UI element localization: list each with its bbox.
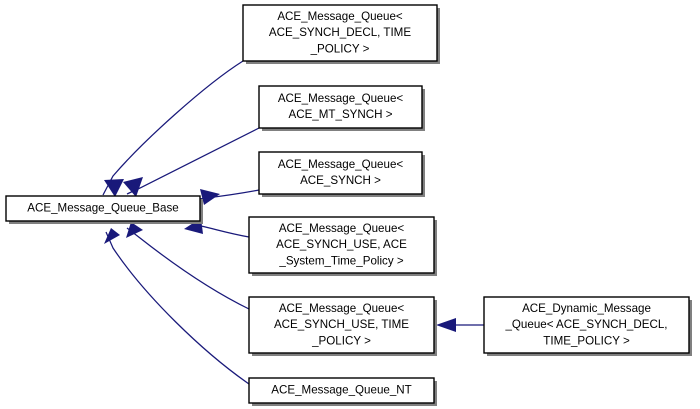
class-node-label-line: ACE_Message_Queue< bbox=[278, 92, 404, 105]
class-node-box[interactable] bbox=[242, 4, 438, 62]
class-node-label-line: _Queue< ACE_SYNCH_DECL, bbox=[504, 318, 667, 331]
class-node-box[interactable] bbox=[248, 377, 435, 404]
inheritance-arrowhead-icon bbox=[123, 177, 143, 197]
edge-line bbox=[126, 127, 260, 195]
class-node[interactable]: ACE_Message_Queue_Base bbox=[5, 195, 203, 224]
edge-line bbox=[126, 227, 250, 310]
class-node-box[interactable] bbox=[248, 216, 435, 274]
class-node[interactable]: ACE_Message_Queue< ACE_SYNCH_USE, TIME _PO… bbox=[248, 296, 437, 356]
class-node-label-line: ACE_Message_Queue< bbox=[277, 10, 403, 23]
class-node-label-line: ACE_Message_Queue< bbox=[279, 302, 405, 315]
class-node-label-line: _POLICY > bbox=[311, 334, 371, 347]
edge-inherits bbox=[436, 318, 484, 332]
class-node[interactable]: ACE_Message_Queue< ACE_SYNCH > bbox=[258, 151, 425, 197]
class-node-label-line: ACE_Message_Queue< bbox=[279, 222, 405, 235]
edge-inherits bbox=[123, 127, 260, 197]
edges-layer bbox=[102, 60, 484, 385]
class-node[interactable]: ACE_Dynamic_Message _Queue< ACE_SYNCH_DEC… bbox=[483, 296, 692, 356]
class-node-box[interactable] bbox=[258, 85, 423, 129]
class-node-box[interactable] bbox=[5, 195, 201, 222]
inheritance-arrowhead-icon bbox=[104, 228, 120, 244]
class-node-label-line: TIME_POLICY > bbox=[543, 334, 630, 347]
nodes-layer: ACE_Message_Queue_BaseACE_Message_Queue<… bbox=[5, 4, 692, 406]
inheritance-arrowhead-icon bbox=[200, 189, 220, 205]
class-node-label-line: ACE_SYNCH_USE, ACE bbox=[276, 238, 407, 251]
inheritance-arrowhead-icon bbox=[104, 179, 124, 197]
class-node-label-line: ACE_SYNCH_DECL, TIME bbox=[269, 26, 411, 39]
class-node[interactable]: ACE_Message_Queue< ACE_SYNCH_USE, ACE _Sys… bbox=[248, 216, 437, 276]
class-node-label-line: _System_Time_Policy > bbox=[278, 254, 403, 267]
edge-line bbox=[102, 60, 244, 196]
edge-inherits bbox=[104, 228, 250, 385]
class-node-label-line: ACE_Dynamic_Message bbox=[522, 302, 651, 315]
class-node-label-line: ACE_Message_Queue_NT bbox=[271, 384, 412, 397]
class-node-label-line: _POLICY > bbox=[310, 42, 370, 55]
inheritance-arrowhead-icon bbox=[436, 318, 456, 332]
edge-inherits bbox=[126, 222, 250, 310]
class-node-box[interactable] bbox=[248, 296, 435, 354]
edge-inherits bbox=[102, 60, 244, 197]
edge-inherits bbox=[198, 189, 260, 205]
edge-line bbox=[105, 231, 250, 385]
class-node-label-line: ACE_SYNCH > bbox=[300, 174, 381, 187]
class-node-label-line: ACE_SYNCH_USE, TIME bbox=[274, 318, 409, 331]
class-node[interactable]: ACE_Message_Queue< ACE_MT_SYNCH > bbox=[258, 85, 425, 131]
class-node-box[interactable] bbox=[258, 151, 423, 195]
class-node-label-line: ACE_Message_Queue_Base bbox=[27, 202, 178, 215]
class-node-label-line: ACE_MT_SYNCH > bbox=[288, 108, 392, 121]
class-node[interactable]: ACE_Message_Queue_NT bbox=[248, 377, 437, 406]
inheritance-arrowhead-icon bbox=[126, 222, 143, 238]
class-node-box[interactable] bbox=[483, 296, 690, 354]
class-node[interactable]: ACE_Message_Queue< ACE_SYNCH_DECL, TIME _P… bbox=[242, 4, 440, 64]
class-node-label-line: ACE_Message_Queue< bbox=[278, 158, 404, 171]
